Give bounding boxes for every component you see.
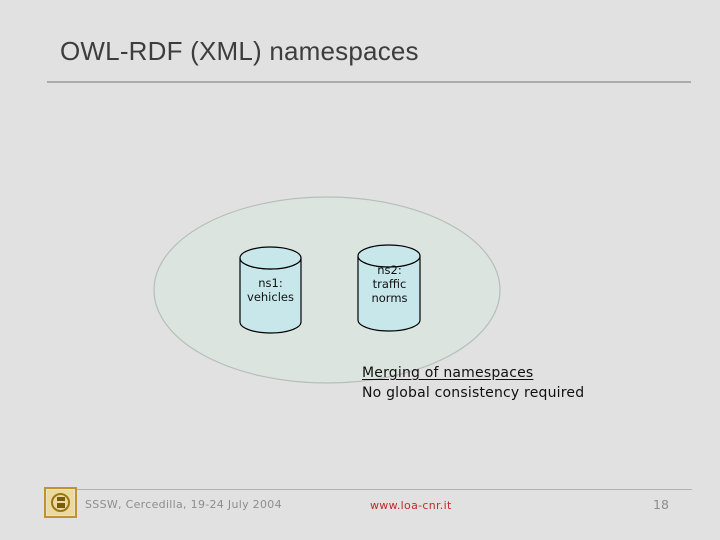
caption-line-consistency: No global consistency required <box>362 385 585 401</box>
cylinder-ns1 <box>239 246 302 334</box>
caption-line-merging: Merging of namespaces <box>362 365 534 381</box>
footer-event-text: SSSW, Cercedilla, 19-24 July 2004 <box>85 498 282 511</box>
title-divider <box>47 81 691 83</box>
namespaces-diagram <box>153 196 501 384</box>
logo-emblem-icon <box>56 497 65 508</box>
logo-circle-icon <box>51 493 70 512</box>
cylinder-label-line: traffic <box>372 277 407 291</box>
page-title: OWL-RDF (XML) namespaces <box>60 36 419 66</box>
cylinder-label-line: vehicles <box>247 290 294 304</box>
slide-page-number: 18 <box>653 497 669 512</box>
diagram-caption: Merging of namespaces No global consiste… <box>362 363 584 403</box>
cylinder-ns2 <box>357 244 421 332</box>
cylinder-label-line: ns1: <box>258 276 283 290</box>
footer-divider <box>62 489 692 490</box>
loa-cnr-logo <box>44 487 77 518</box>
cylinder-label-line: ns2: <box>377 263 402 277</box>
cylinder-label-line: norms <box>371 291 408 305</box>
cylinder-ns2-label: ns2: traffic norms <box>357 263 422 305</box>
merge-ellipse <box>153 196 501 384</box>
footer-website-link[interactable]: www.loa-cnr.it <box>370 499 452 512</box>
cylinder-ns1-label: ns1: vehicles <box>238 276 303 304</box>
